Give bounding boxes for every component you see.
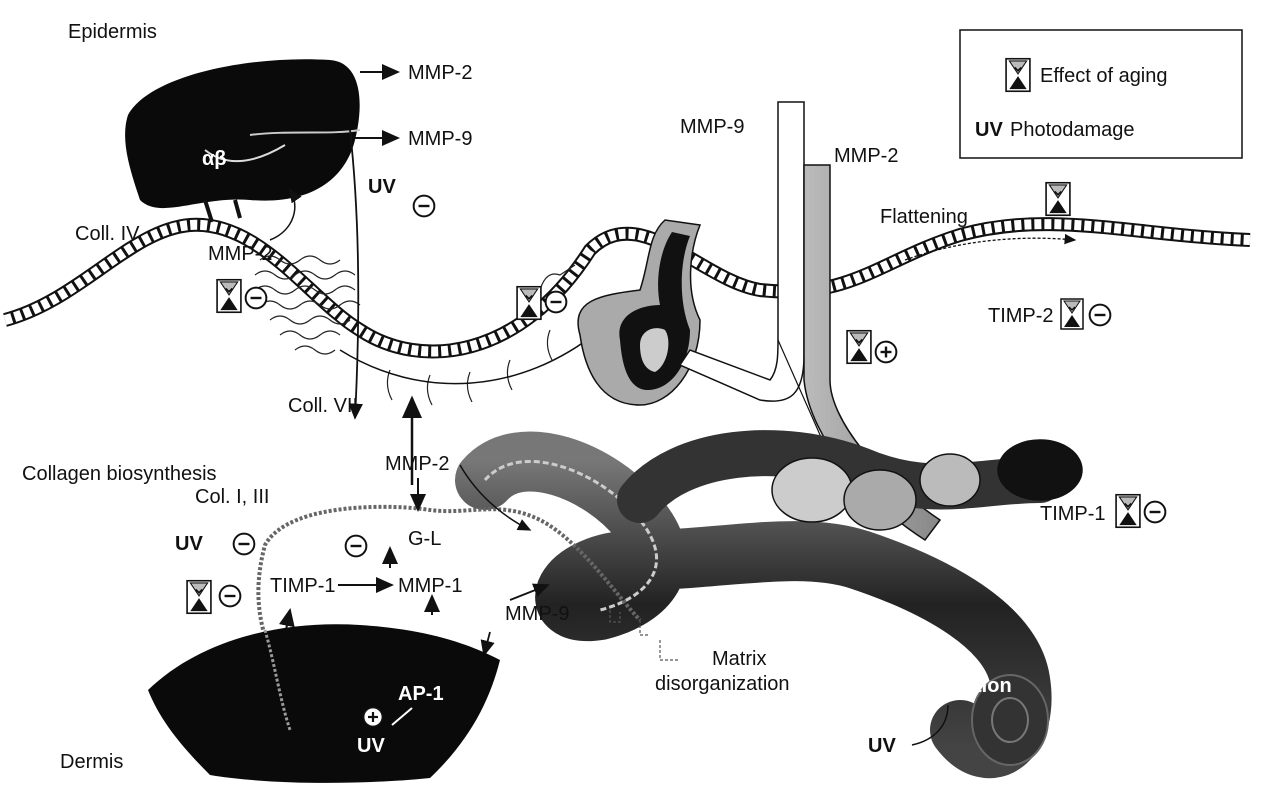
plus-icon-vessel	[876, 342, 897, 363]
coll-iv-label: Coll. IV	[75, 223, 140, 245]
legend-aging-text: Effect of aging	[1040, 65, 1168, 87]
fibroblast-plus-icon	[364, 708, 383, 727]
minus-icon-timp1-right	[1145, 502, 1166, 523]
coll-vii-label: Coll. VII	[288, 395, 358, 417]
mmp9-mid-label: MMP-9	[505, 603, 569, 625]
hourglass-icon-timp2	[1061, 299, 1083, 329]
hourglass-icon-vessel	[847, 331, 871, 364]
epi-mmp2-label: MMP-2	[408, 62, 472, 84]
dermis-label: Dermis	[60, 751, 123, 773]
epi-mmp9-label: MMP-9	[408, 128, 472, 150]
uv-top-label: UV	[368, 176, 396, 198]
alpha-beta-label: αβ	[202, 148, 227, 170]
minus-icon-timp2	[1090, 305, 1111, 326]
hourglass-icon-left	[187, 581, 211, 614]
vessel-mmp9-label: MMP-9	[680, 116, 744, 138]
uv-vessel-label: UV	[868, 735, 896, 757]
uv-top-minus-icon	[414, 196, 435, 217]
hourglass-icon-flattening	[1046, 183, 1070, 216]
col-i-iii-label: Col. I, III	[195, 486, 269, 508]
mmp2-bm-label: MMP-2	[208, 243, 272, 265]
gl-label: G-L	[408, 528, 441, 550]
mmp1-label: MMP-1	[398, 575, 462, 597]
gl-minus-icon	[346, 536, 367, 557]
uv-left-label: UV	[175, 533, 203, 555]
legend-uv-text: Photodamage	[1010, 119, 1135, 141]
uv-cell-label: UV	[357, 735, 385, 757]
hourglass-icon-fibrils	[517, 287, 541, 320]
legend-hourglass-icon	[1006, 59, 1030, 92]
ap1-label: AP-1	[398, 683, 444, 705]
mmp9-down-arrow	[484, 632, 490, 655]
mmp2-mid-label: MMP-2	[385, 453, 449, 475]
hourglass-icon-timp1-right	[1116, 495, 1140, 528]
vessel-mmp2-label: MMP-2	[834, 145, 898, 167]
keratinocyte	[125, 59, 360, 208]
legend: Effect of aging UV Photodamage	[960, 30, 1242, 158]
matrix-label: Matrix	[712, 648, 766, 670]
timp2-label: TIMP-2	[988, 305, 1054, 327]
timp1-right-label: TIMP-1	[1040, 503, 1106, 525]
fibroblast	[148, 624, 500, 783]
collagen-biosynthesis-label: Collagen biosynthesis	[22, 463, 217, 485]
uv-left-minus-icon	[234, 534, 255, 555]
legend-uv-bold: UV	[975, 119, 1003, 141]
minus-icon-left	[220, 586, 241, 607]
hourglass-icon-bm	[217, 280, 241, 313]
timp1-left-label: TIMP-1	[270, 575, 336, 597]
minus-icon-bm	[246, 288, 267, 309]
flattening-label: Flattening	[880, 206, 968, 228]
epidermis-label: Epidermis	[68, 21, 157, 43]
disorganization-label: disorganization	[655, 673, 790, 695]
mv-dilation-label: MV dilation	[905, 675, 1012, 697]
minus-icon-fibrils	[546, 292, 567, 313]
